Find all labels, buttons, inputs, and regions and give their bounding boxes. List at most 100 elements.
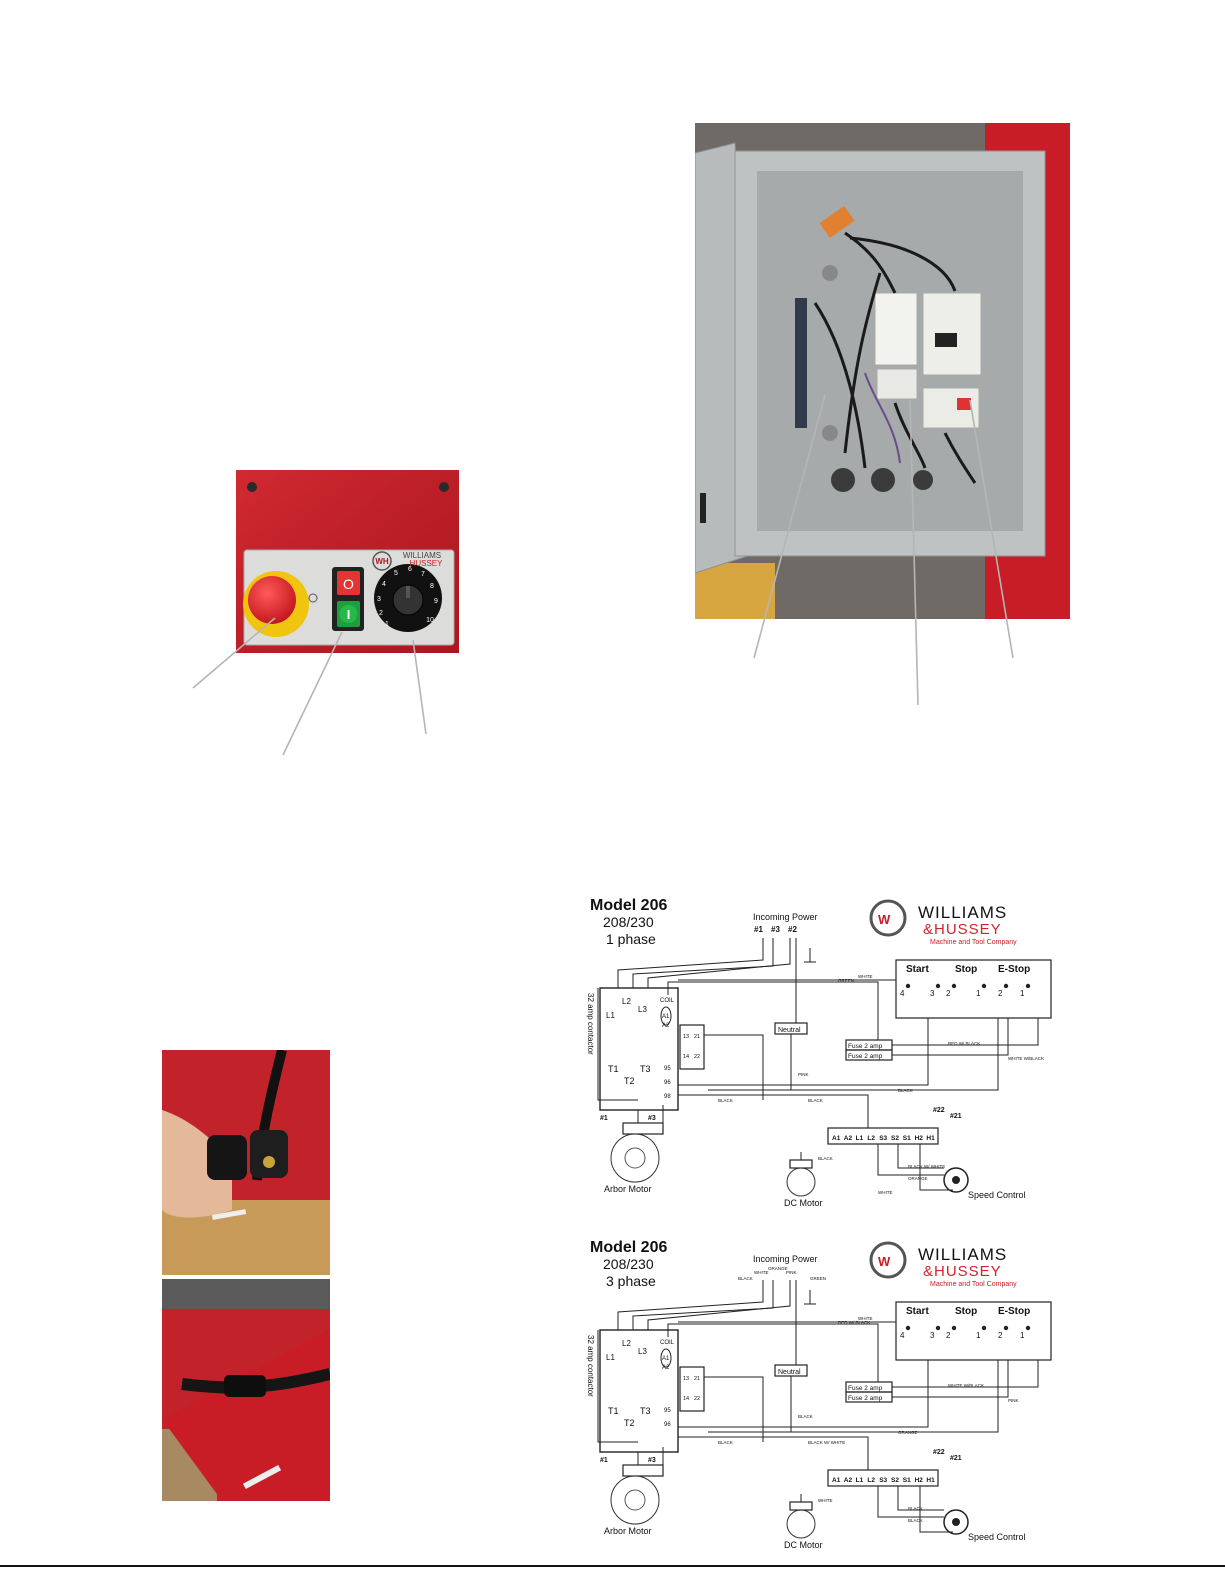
motor-terminal: #1 (600, 1115, 608, 1122)
wire-color-label: ORANGE (908, 1176, 928, 1181)
inline-connector-photo (162, 1279, 330, 1501)
wire-color-label: WHITE (818, 1498, 833, 1503)
wire-color-label: BLACK (908, 1518, 923, 1523)
controller-terminal: L1 (856, 1477, 864, 1484)
wire-color-label: BLACK (718, 1098, 733, 1103)
controller-terminal: L2 (867, 1135, 875, 1142)
controller-wire: #22 (933, 1449, 945, 1456)
plug-connector-photo (162, 1050, 330, 1275)
power-terminal: #1 (754, 925, 763, 934)
wire-color-label: BLACK W/ WHITE (908, 1164, 945, 1169)
wire-color-label: WHITE W/BLACK (1008, 1056, 1044, 1061)
wire (892, 1360, 1009, 1398)
wire (597, 988, 638, 1101)
wire (892, 1018, 1009, 1056)
svg-text:6: 6 (408, 566, 412, 573)
switch-terminal-number: 1 (1020, 989, 1025, 998)
switch-label-stop: Stop (955, 1306, 977, 1317)
power-wire-color: PINK (786, 1270, 797, 1275)
switch-label-e-stop: E-Stop (998, 1306, 1030, 1317)
speed-control-knob-icon (943, 1509, 969, 1535)
switch-label-e-stop: E-Stop (998, 964, 1030, 975)
speed-control-label: Speed Control (968, 1532, 1026, 1542)
wire (617, 938, 764, 988)
controller-wire: #21 (950, 1113, 962, 1120)
svg-text:7: 7 (421, 571, 425, 578)
controller-terminal: H1 (926, 1135, 935, 1142)
dc-motor-label: DC Motor (784, 1198, 823, 1208)
wire (667, 981, 879, 1040)
wh-logo-icon: WH (372, 551, 392, 571)
contactor-label: 32 amp contactor (586, 1335, 595, 1397)
controller-wire: #22 (933, 1107, 945, 1114)
wire (877, 1486, 944, 1518)
motor-terminal: #3 (648, 1115, 656, 1122)
power-wire-color: BLACK (738, 1276, 753, 1281)
diagram-phase: 1 phase (606, 931, 656, 947)
controller-terminal: S3 (879, 1135, 887, 1142)
controller-terminal: L1 (856, 1135, 864, 1142)
relay-terminal: 14 (683, 1396, 689, 1402)
wire-color-label: BLACK (908, 1506, 923, 1511)
arbor-motor-icon (610, 1475, 660, 1525)
svg-text:10: 10 (426, 617, 434, 624)
svg-text:8: 8 (430, 583, 434, 590)
svg-text:1: 1 (385, 621, 389, 628)
switch-terminal-dot (951, 1325, 957, 1331)
wire (897, 1486, 944, 1511)
svg-text:4: 4 (382, 581, 386, 588)
switch-box (895, 959, 1052, 1019)
electrical-box-leader-lines (753, 394, 1014, 706)
wh-logo-icon (869, 1241, 907, 1279)
wire (708, 1360, 999, 1433)
wire (678, 1094, 869, 1128)
controller-terminal: A1 (832, 1135, 841, 1142)
controller-terminal: S2 (891, 1135, 899, 1142)
speed-control-knob-icon (943, 1167, 969, 1193)
wire-color-label: WHITE (858, 974, 873, 979)
wire (919, 1144, 953, 1191)
switch-label-stop: Stop (955, 964, 977, 975)
switch-terminal-number: 2 (998, 1331, 1003, 1340)
switch-terminal-number: 2 (946, 1331, 951, 1340)
dc-motor-label: DC Motor (784, 1540, 823, 1550)
coil-term: A2 (662, 1023, 670, 1029)
relay-terminal: 22 (694, 1396, 700, 1402)
wire-color-label: BLACK (808, 1098, 823, 1103)
controller-terminal: A1 (832, 1477, 841, 1484)
coil-term: A1 (662, 1356, 670, 1362)
diagram-model: Model 206 (590, 1239, 667, 1256)
contactor-output: T1 (608, 1406, 619, 1416)
power-terminal: #2 (788, 925, 797, 934)
svg-text:HUSSEY: HUSSEY (410, 559, 444, 568)
wire (790, 1376, 848, 1433)
wire-color-label: WHITE W/BLACK (948, 1383, 984, 1388)
contactor-input: L2 (622, 997, 631, 1006)
switch-terminal-dot (935, 1325, 941, 1331)
contactor-output: T2 (624, 1418, 635, 1428)
controller-terminal: S2 (891, 1477, 899, 1484)
aux-terminal: 98 (664, 1094, 671, 1100)
motor-terminal: #1 (600, 1457, 608, 1464)
aux-terminal: 96 (664, 1080, 671, 1086)
wire (667, 1323, 879, 1382)
brand-williams: WILLIAMS (918, 1245, 1007, 1264)
arbor-motor-plate (622, 1464, 664, 1477)
switch-terminal-number: 3 (930, 1331, 935, 1340)
contactor-input: L2 (622, 1339, 631, 1348)
svg-text:O: O (343, 576, 354, 592)
wire (919, 1486, 953, 1533)
switch-terminal-number: 3 (930, 989, 935, 998)
wire-color-label: WHITE (878, 1190, 893, 1195)
wire (704, 1034, 764, 1100)
relay-block (679, 1366, 705, 1412)
diagram-voltage: 208/230 (603, 1256, 654, 1272)
contactor-box (599, 1329, 679, 1453)
control-panel-leader-lines (192, 617, 427, 756)
wire-color-label: WHITE (858, 1316, 873, 1321)
contactor-input: L3 (638, 1347, 647, 1356)
wire-color-label: BLACK W/ WHITE (808, 1440, 845, 1445)
controller-terminal: S3 (879, 1477, 887, 1484)
